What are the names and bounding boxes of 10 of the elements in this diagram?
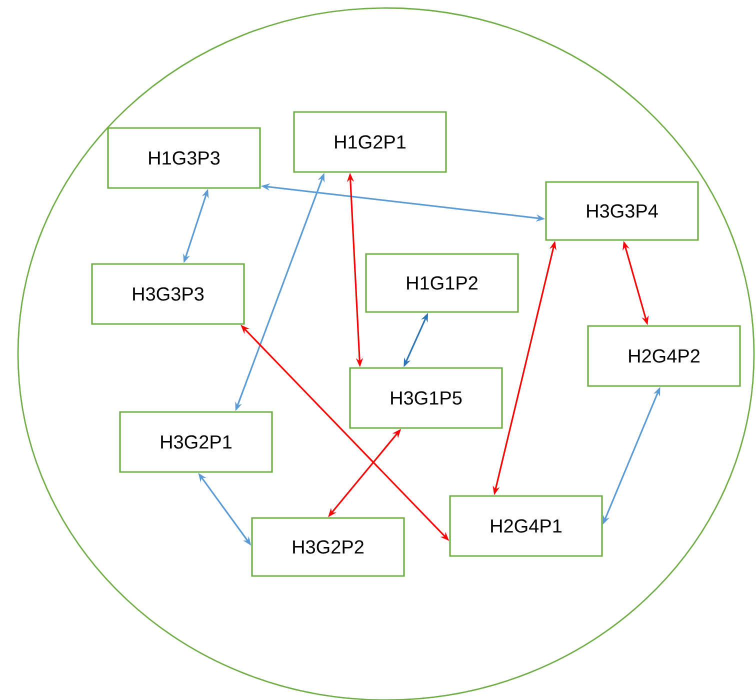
- process-box: H2G4P2: [587, 325, 741, 387]
- process-box: H3G3P3: [91, 263, 245, 325]
- process-box: H1G2P1: [293, 111, 447, 173]
- process-box: H1G3P3: [107, 127, 261, 189]
- process-box: H3G2P2: [251, 517, 405, 577]
- process-box: H1G1P2: [365, 253, 519, 313]
- process-box: H3G1P5: [349, 367, 503, 429]
- process-box: H2G4P1: [449, 495, 603, 557]
- process-box: H3G2P1: [119, 411, 273, 473]
- process-box: H3G3P4: [545, 181, 699, 241]
